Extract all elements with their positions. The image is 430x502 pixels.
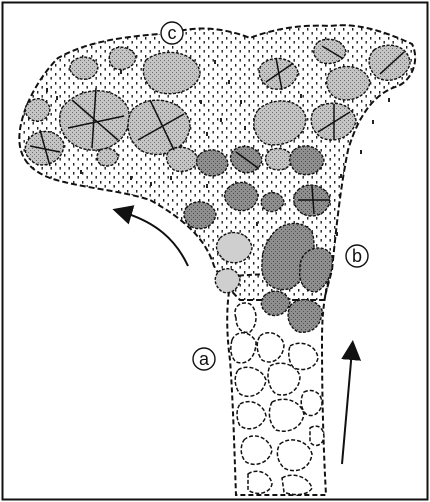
label-b: b xyxy=(346,245,368,267)
label-c-text: c xyxy=(168,23,177,43)
label-b-text: b xyxy=(352,246,362,266)
label-c: c xyxy=(161,22,183,44)
label-a: a xyxy=(193,348,215,370)
label-a-text: a xyxy=(199,349,210,369)
